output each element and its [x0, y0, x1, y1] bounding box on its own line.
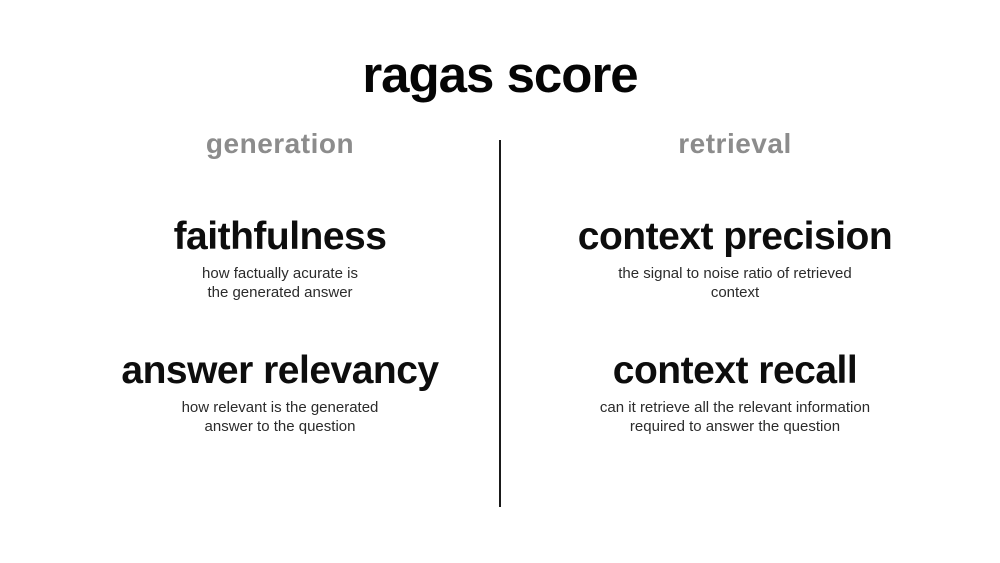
description-line: the generated answer: [207, 284, 353, 301]
description-line: how relevant is the generated: [181, 399, 379, 416]
retrieval-column: retrieval context precision the signal t…: [485, 126, 985, 436]
metric-context-precision: context precision the signal to noise ra…: [485, 210, 985, 302]
metric-faithfulness-description: how factually acurate is the generated a…: [30, 264, 530, 302]
metric-faithfulness: faithfulness how factually acurate is th…: [30, 210, 530, 302]
description-line: can it retrieve all the relevant informa…: [599, 399, 871, 416]
metric-context-precision-title: context precision: [577, 215, 893, 258]
description-line: required to answer the question: [629, 418, 841, 435]
generation-column-header: generation: [205, 128, 355, 159]
description-line: the signal to noise ratio of retrieved: [618, 265, 852, 282]
metric-faithfulness-title: faithfulness: [173, 215, 387, 258]
description-line: answer to the question: [204, 418, 356, 435]
column-divider-line: [499, 140, 501, 507]
description-line: how factually acurate is: [202, 265, 358, 282]
metric-context-recall-title: context recall: [612, 349, 858, 392]
metric-answer-relevancy-title: answer relevancy: [121, 349, 439, 392]
page-title: ragas score: [362, 46, 638, 103]
metric-answer-relevancy: answer relevancy how relevant is the gen…: [30, 344, 530, 436]
description-line: context: [710, 284, 760, 301]
retrieval-column-header: retrieval: [678, 128, 792, 159]
metric-context-recall-description: can it retrieve all the relevant informa…: [485, 398, 985, 436]
metric-answer-relevancy-description: how relevant is the generated answer to …: [30, 398, 530, 436]
metric-context-recall: context recall can it retrieve all the r…: [485, 344, 985, 436]
generation-column: generation faithfulness how factually ac…: [30, 126, 530, 436]
metric-context-precision-description: the signal to noise ratio of retrieved c…: [485, 264, 985, 302]
